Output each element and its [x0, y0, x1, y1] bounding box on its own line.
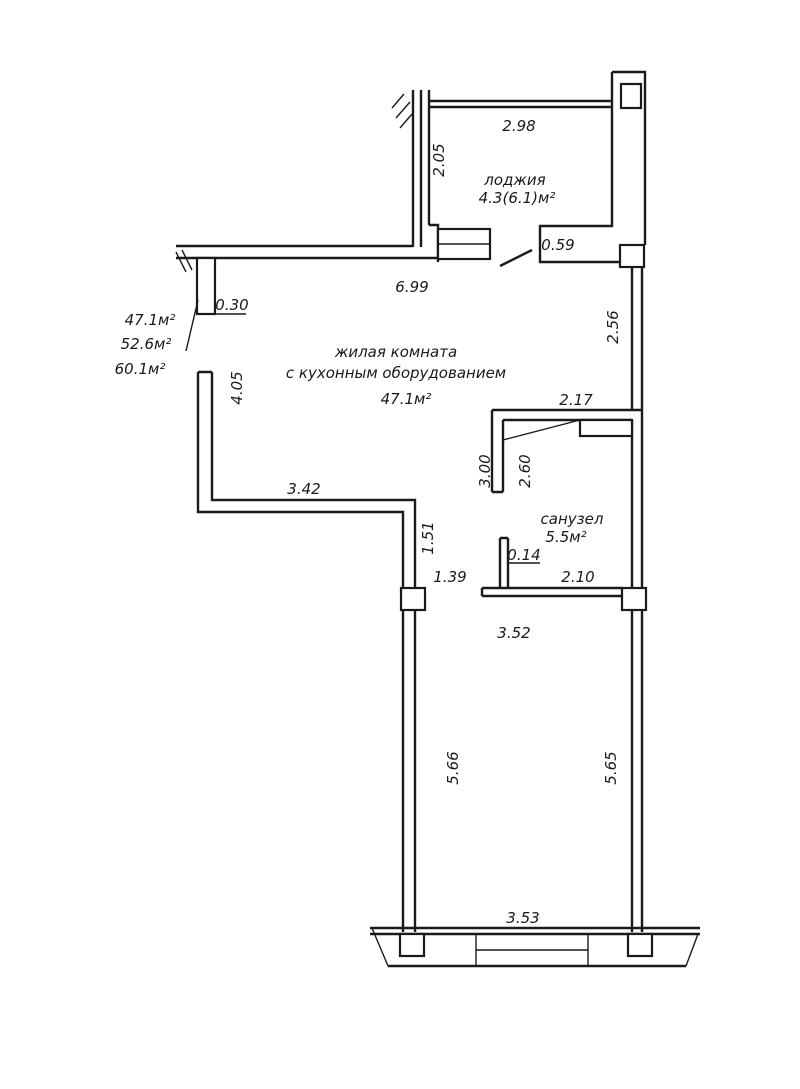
dim-loggia-width: 2.98 — [502, 117, 535, 135]
dim-step: 3.42 — [287, 480, 320, 498]
living-name-line1: жилая комната — [334, 343, 457, 361]
bath-bottom-wall — [480, 586, 622, 598]
loggia-railing — [429, 99, 612, 109]
loggia-area: 4.3(6.1)м² — [479, 189, 556, 207]
left-pier — [195, 256, 217, 316]
dim-passage: 1.39 — [433, 568, 466, 586]
column-bottom-right — [626, 932, 654, 958]
loggia — [391, 70, 647, 268]
loggia-right-wall — [538, 72, 620, 264]
living-area: 47.1м² — [381, 390, 432, 408]
column-bottom-left — [398, 932, 426, 958]
dim-bath-height-inner: 2.60 — [516, 454, 534, 487]
summary-with-loggia: 60.1м² — [115, 360, 166, 378]
bottom-wall-ends — [371, 927, 699, 967]
left-walls — [196, 370, 427, 932]
bath-door-arc — [502, 419, 581, 441]
top-wall-hatch — [175, 249, 193, 273]
dim-bath-door: 0.14 — [507, 546, 540, 564]
dim-bath-width: 2.17 — [559, 391, 593, 409]
dim-bath-height-outer: 3.00 — [476, 454, 494, 487]
summary-living: 47.1м² — [125, 311, 176, 329]
dim-left-lower: 5.66 — [444, 751, 462, 784]
dim-loggia-depth: 2.05 — [430, 143, 448, 176]
dim-top-wall: 6.99 — [395, 278, 428, 296]
dim-right-upper: 2.56 — [604, 310, 622, 343]
dim-bath-bottom: 2.10 — [561, 568, 594, 586]
dim-loggia-door: 0.59 — [541, 236, 574, 254]
column-top — [619, 82, 643, 110]
summary-total: 52.6м² — [121, 335, 172, 353]
loggia-bottom-left — [429, 223, 440, 262]
left-stepped-wall — [196, 370, 417, 588]
right-wall-lower — [630, 610, 644, 932]
right-wall-upper — [630, 267, 644, 410]
dim-left-upper: 4.05 — [228, 371, 246, 404]
loggia-left-wall — [411, 90, 431, 247]
bathroom — [480, 408, 642, 598]
bottom-wall — [370, 926, 700, 968]
right-walls — [620, 267, 648, 932]
column-right — [618, 243, 646, 269]
column-mid-left — [399, 586, 427, 612]
right-wall-bath — [630, 410, 644, 588]
bath-name: санузел — [541, 510, 604, 528]
bath-vent — [578, 418, 634, 438]
dim-left-pier: 0.30 — [215, 296, 248, 314]
left-wall-lower — [401, 610, 417, 932]
loggia-name: лоджия — [483, 171, 545, 189]
dim-step-vertical: 1.51 — [419, 521, 437, 554]
living-name-line2: с кухонным оборудованием — [286, 364, 506, 382]
dim-right-lower: 5.65 — [602, 751, 620, 784]
top-wall — [175, 243, 646, 352]
dim-bottom-width: 3.53 — [506, 909, 539, 927]
loggia-hatch — [391, 93, 413, 129]
dim-hall-width: 3.52 — [497, 624, 530, 642]
top-wall-lines — [176, 244, 438, 260]
loggia-door-leaf — [499, 248, 533, 268]
column-mid-right — [620, 586, 648, 612]
summary-leader — [185, 299, 199, 352]
bath-area: 5.5м² — [545, 528, 586, 546]
right-column-top — [612, 70, 647, 245]
bath-left-wall — [490, 408, 642, 494]
